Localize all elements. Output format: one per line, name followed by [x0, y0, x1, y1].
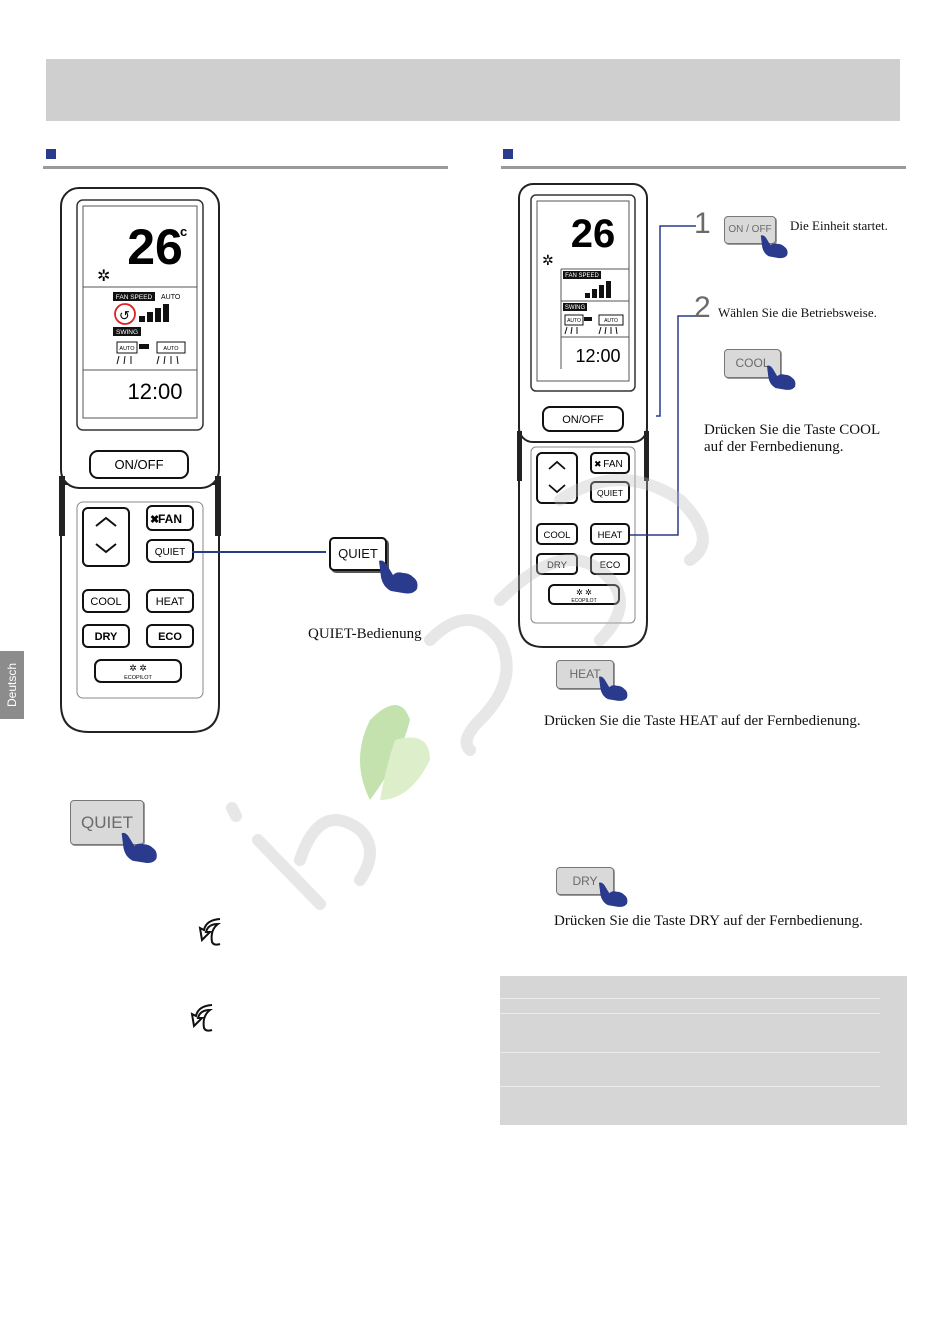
left-eco-label: ECO — [158, 631, 182, 643]
left-swing-auto-a: AUTO — [119, 346, 135, 352]
fan-icon: ✖ — [594, 459, 602, 469]
language-tab[interactable]: Deutsch — [0, 651, 24, 719]
left-temp-display: 26 — [127, 219, 183, 275]
pointing-hand-icon — [766, 365, 796, 390]
left-fan-label: FAN — [158, 512, 182, 526]
info-box — [500, 976, 907, 1125]
right-up-down-button[interactable] — [536, 452, 578, 504]
left-swing-label: SWING — [116, 329, 138, 336]
section-bullet-right — [503, 149, 513, 159]
left-clock-display: 12:00 — [127, 379, 182, 404]
pointing-hand-icon — [598, 882, 628, 907]
pointing-hand-icon — [379, 560, 418, 594]
right-swing-auto-a: AUTO — [567, 318, 581, 324]
left-dry-label: DRY — [95, 631, 118, 643]
section-rule-left — [43, 166, 448, 169]
info-divider — [500, 1052, 880, 1053]
step-1-text: Die Einheit startet. — [790, 218, 888, 233]
info-divider — [500, 1086, 880, 1087]
left-cool-button[interactable] — [82, 589, 130, 613]
info-divider — [500, 998, 880, 999]
pointing-hand-icon — [598, 676, 628, 701]
remote-control-left: 26 c ✲ FAN SPEED AUTO ↺ SWING AUTO AUTO … — [59, 187, 221, 733]
left-up-down-button[interactable] — [82, 507, 130, 567]
right-dry-button[interactable] — [536, 553, 578, 575]
cool-text-line-1: Drücken Sie die Taste COOL — [704, 422, 881, 438]
quiet-swirl-icon: ↺ — [119, 308, 130, 323]
callout-lines-right — [630, 225, 696, 536]
quiet-callout-button[interactable]: QUIET — [329, 537, 387, 571]
language-label: Deutsch — [5, 662, 19, 708]
right-dry-label: DRY — [547, 560, 568, 571]
right-temp-display: 26 — [571, 212, 616, 256]
section-bullet-left — [46, 149, 56, 159]
step-2-text: Wählen Sie die Betriebsweise. — [718, 305, 877, 320]
left-ecopilot-button[interactable] — [94, 659, 182, 683]
ecopilot-icon: ✲ ✲ — [576, 588, 592, 597]
left-fan-button[interactable] — [146, 505, 194, 531]
left-cool-label: COOL — [90, 596, 121, 608]
left-fan-speed-label: FAN SPEED — [116, 294, 153, 301]
left-heat-button[interactable] — [146, 589, 194, 613]
right-fan-label: FAN — [603, 459, 622, 470]
cool-text-line-2: auf der Fernbedienung. — [704, 439, 844, 455]
right-heat-button[interactable] — [590, 523, 630, 545]
right-fan-speed-label: FAN SPEED — [565, 273, 599, 279]
quiet-callout-text: QUIET-Bedienung — [308, 626, 422, 642]
header-band — [46, 59, 900, 121]
left-quiet-label: QUIET — [155, 547, 186, 558]
right-fan-button[interactable] — [590, 452, 630, 474]
right-cool-label: COOL — [544, 530, 571, 541]
left-dry-button[interactable] — [82, 624, 130, 648]
pointing-hand-icon — [760, 235, 788, 259]
left-on-off-button[interactable] — [89, 450, 189, 479]
right-clock-display: 12:00 — [575, 346, 620, 366]
fan-icon: ✖ — [150, 514, 159, 526]
pointing-hand-icon — [121, 832, 157, 863]
step-1-number: 1 — [694, 207, 711, 240]
snowflake-icon: ✲ — [97, 268, 110, 285]
right-swing-auto-b: AUTO — [604, 318, 618, 324]
left-eco-button[interactable] — [146, 624, 194, 648]
left-temp-unit: c — [180, 224, 187, 239]
right-on-off-button[interactable] — [542, 406, 624, 432]
right-on-off-label: ON/OFF — [562, 414, 604, 426]
right-quiet-button[interactable] — [590, 481, 630, 503]
right-swing-label: SWING — [565, 305, 586, 311]
left-swing-auto-b: AUTO — [163, 346, 179, 352]
right-ecopilot-button[interactable] — [548, 584, 620, 605]
left-heat-label: HEAT — [156, 596, 185, 608]
right-quiet-label: QUIET — [597, 488, 623, 498]
on-off-step-button[interactable]: ON / OFF — [724, 216, 776, 244]
right-ecopilot-label: ECOPILOT — [571, 598, 596, 604]
ecopilot-icon: ✲ ✲ — [129, 663, 147, 673]
right-eco-button[interactable] — [590, 553, 630, 575]
heat-step-button[interactable]: HEAT — [556, 660, 614, 689]
right-eco-label: ECO — [600, 560, 621, 571]
callout-line-quiet — [192, 551, 326, 553]
left-auto-label: AUTO — [161, 294, 181, 301]
dry-text: Drücken Sie die Taste DRY auf der Fernbe… — [554, 913, 863, 929]
right-cool-button[interactable] — [536, 523, 578, 545]
snowflake-icon: ✲ — [542, 252, 554, 268]
remote-control-right: 26 ✲ FAN SPEED SWING AUTO AUTO 12:00 ON/… — [517, 183, 649, 648]
info-divider — [500, 1013, 880, 1014]
quiet-swirl-icon — [190, 1004, 213, 1032]
left-ecopilot-label: ECOPILOT — [124, 675, 152, 681]
right-heat-label: HEAT — [598, 530, 623, 541]
heat-text: Drücken Sie die Taste HEAT auf der Fernb… — [544, 713, 861, 729]
section-rule-right — [501, 166, 906, 169]
left-on-off-label: ON/OFF — [114, 457, 163, 472]
quiet-swirl-icon — [198, 918, 221, 946]
quiet-large-button[interactable]: QUIET — [70, 800, 144, 845]
step-2-number: 2 — [694, 291, 711, 324]
